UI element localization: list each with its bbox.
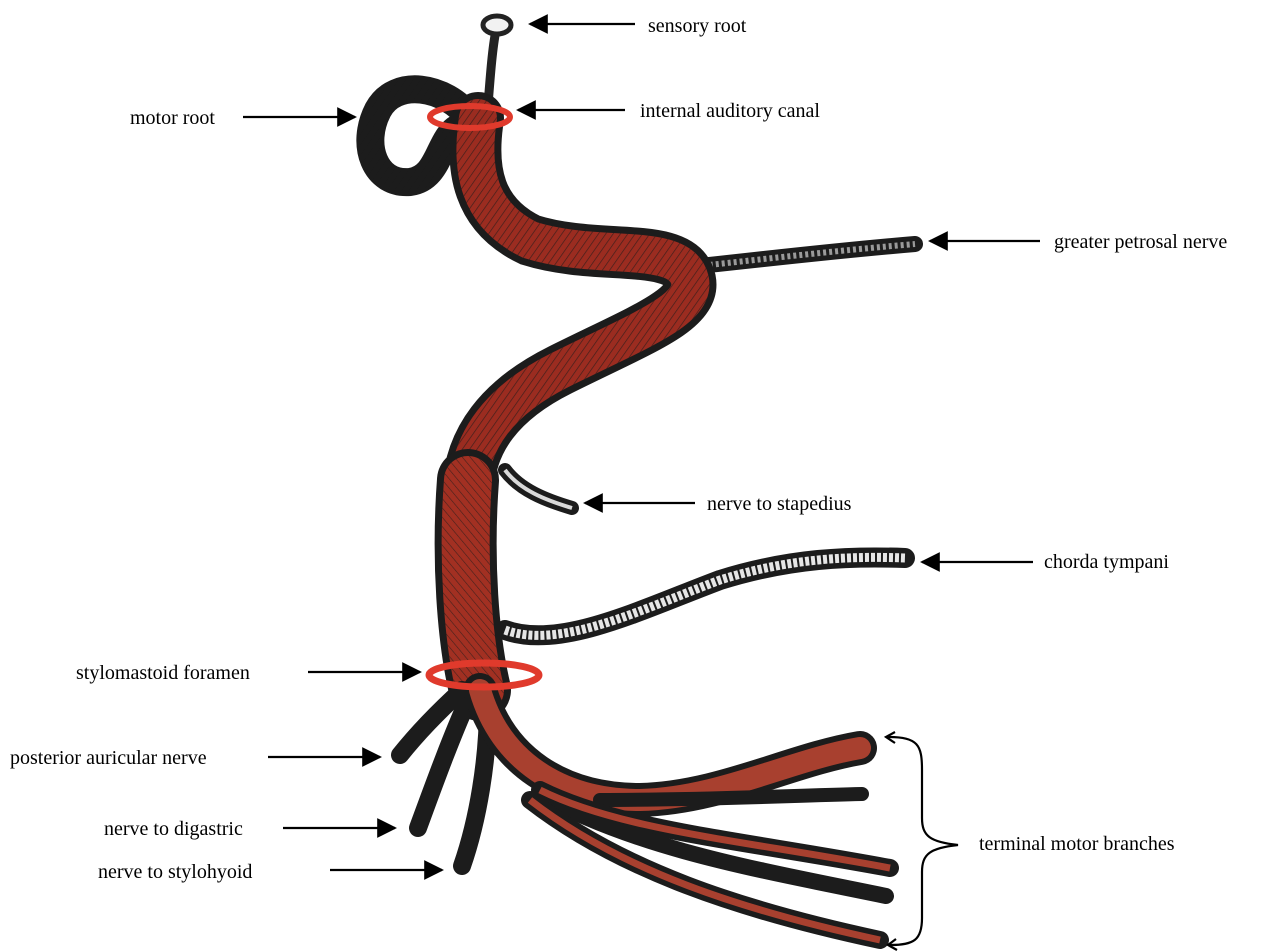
label-sensory-root: sensory root	[648, 15, 747, 37]
chorda-tympani-shape	[505, 557, 905, 635]
label-nerve-to-stapedius: nerve to stapedius	[707, 493, 852, 515]
label-chorda-tympani: chorda tympani	[1044, 551, 1169, 573]
label-posterior-auricular-nerve: posterior auricular nerve	[10, 747, 207, 769]
label-greater-petrosal-nerve: greater petrosal nerve	[1054, 231, 1227, 253]
nerve-to-stapedius-shape	[505, 470, 572, 508]
terminal-branches-shape	[480, 690, 890, 940]
label-internal-auditory-canal: internal auditory canal	[640, 100, 820, 122]
label-motor-root: motor root	[130, 107, 215, 129]
label-stylomastoid-foramen: stylomastoid foramen	[76, 662, 250, 684]
greater-petrosal-nerve-shape	[680, 244, 915, 268]
label-nerve-to-stylohyoid: nerve to stylohyoid	[98, 861, 252, 883]
terminal-branches-brace	[888, 737, 958, 945]
nerve-illustration	[370, 16, 915, 940]
label-terminal-motor-branches: terminal motor branches	[979, 833, 1175, 855]
main-trunk-upper	[468, 118, 690, 490]
label-nerve-to-digastric: nerve to digastric	[104, 818, 243, 840]
labels: sensory root motor root internal auditor…	[10, 15, 1227, 883]
main-trunk-descending	[466, 480, 480, 690]
